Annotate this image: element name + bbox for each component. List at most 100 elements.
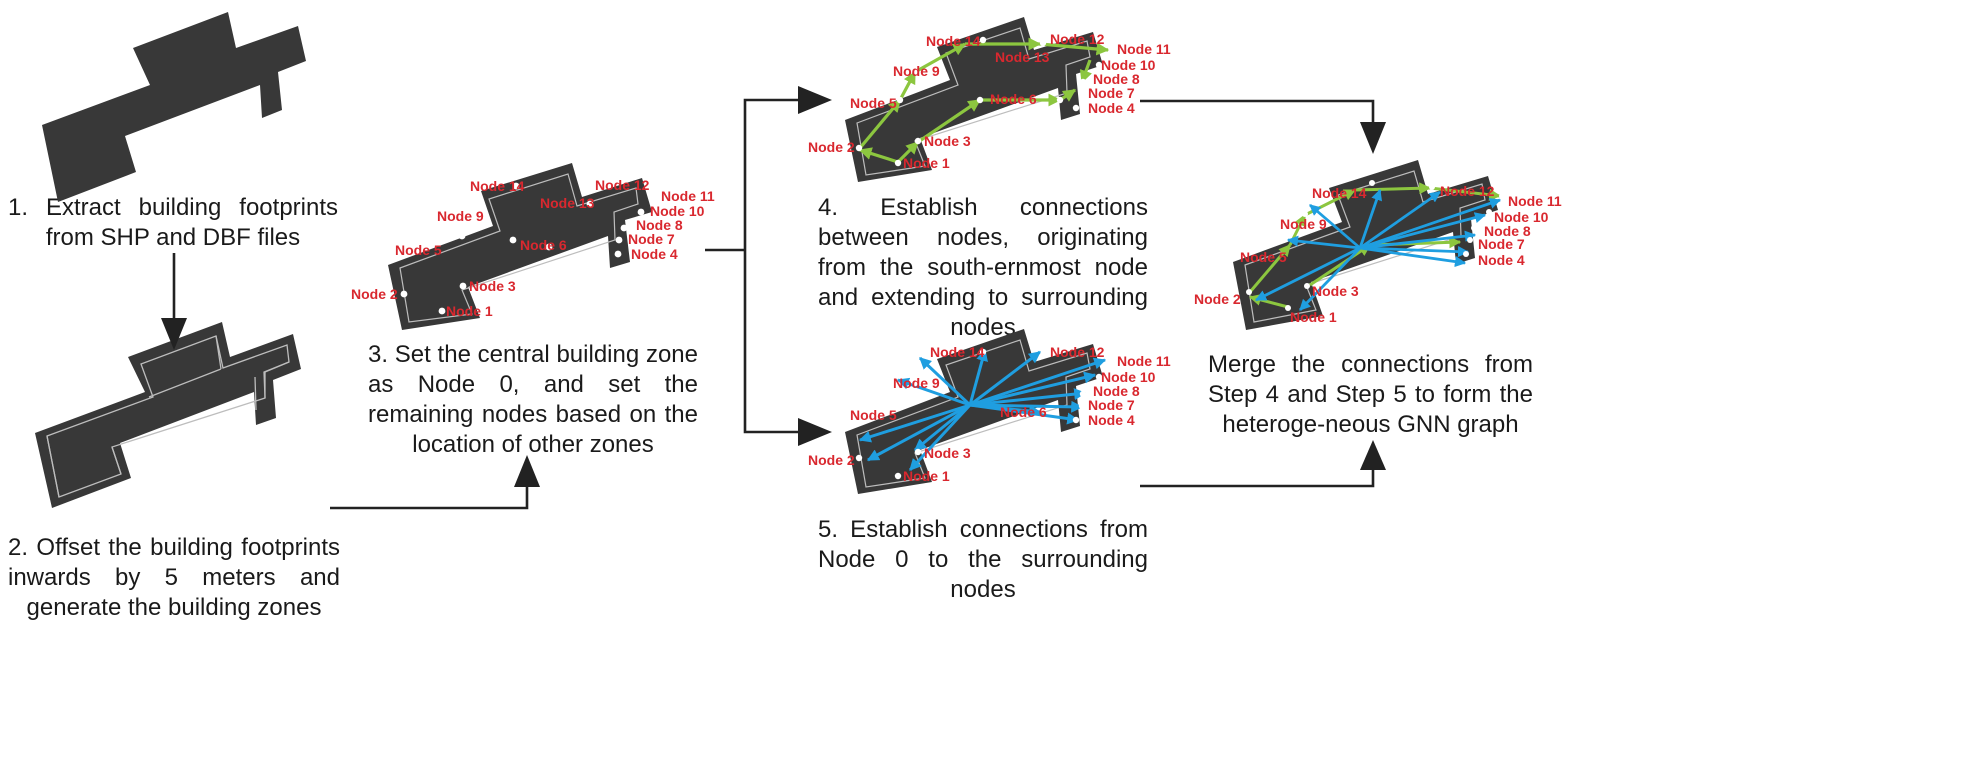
s4-node-5: Node 5 xyxy=(850,95,897,111)
s5-node-1: Node 1 xyxy=(903,468,950,484)
blue-edge xyxy=(914,403,971,452)
s5-node-12: Node 12 xyxy=(1050,344,1105,360)
merged-blue-edge xyxy=(1298,247,1362,311)
m-node-14: Node 14 xyxy=(1312,185,1367,201)
arrowhead-up-merge xyxy=(1360,440,1386,470)
m-node-5: Node 5 xyxy=(1240,249,1287,265)
s5-node-2: Node 2 xyxy=(808,452,855,468)
graph-step5: Node 1 Node 2 Node 3 Node 4 Node 5 Node … xyxy=(808,329,1171,494)
s3-node-7: Node 7 xyxy=(628,231,675,247)
step5-caption: 5. Establish connections from Node 0 to … xyxy=(818,516,1148,603)
green-edge xyxy=(898,70,917,101)
node-map-step3: Node 1 Node 2 Node 3 Node 4 Node 5 Node … xyxy=(351,163,715,330)
arrowhead-right-5 xyxy=(798,418,832,446)
blue-edge xyxy=(858,403,971,443)
s3-node-5: Node 5 xyxy=(395,242,442,258)
merged-blue-edge xyxy=(1286,235,1361,250)
m-node-4: Node 4 xyxy=(1478,252,1525,268)
s5-node-8: Node 8 xyxy=(1093,383,1140,399)
merged-blue-edge xyxy=(1359,230,1477,250)
flow-arrows xyxy=(172,98,1375,510)
merged-blue-edge xyxy=(1359,197,1502,250)
s5-node-9: Node 9 xyxy=(893,375,940,391)
s3-node-2: Node 2 xyxy=(351,286,398,302)
merged-blue-edge xyxy=(1359,212,1487,250)
s3-node-8: Node 8 xyxy=(636,217,683,233)
s4-node-11: Node 11 xyxy=(1117,41,1171,57)
blue-edge xyxy=(969,400,1084,413)
s3-node-11: Node 11 xyxy=(661,188,715,204)
blue-edge xyxy=(969,403,1042,417)
green-edge xyxy=(1039,42,1110,56)
m-node-7: Node 7 xyxy=(1478,236,1525,252)
s5-node-10: Node 10 xyxy=(1101,369,1156,385)
m-node-2: Node 2 xyxy=(1194,291,1241,307)
s5-node-11: Node 11 xyxy=(1117,353,1171,369)
blue-edge xyxy=(918,356,972,407)
s3-node-9: Node 9 xyxy=(437,208,484,224)
blue-edge xyxy=(968,348,988,406)
merged-blue-edge xyxy=(1309,203,1361,250)
arrowhead-right-4 xyxy=(798,86,832,114)
s4-node-6: Node 6 xyxy=(990,91,1037,107)
s5-node-14: Node 14 xyxy=(930,344,985,360)
s5-node-5: Node 5 xyxy=(850,407,897,423)
merged-blue-edge xyxy=(1254,246,1361,302)
m-node-1: Node 1 xyxy=(1290,309,1337,325)
blue-edge xyxy=(896,377,971,407)
green-edge xyxy=(858,98,902,150)
arrowhead-up-3 xyxy=(514,455,540,487)
s4-node-14: Node 14 xyxy=(926,33,981,49)
blue-edge xyxy=(866,403,971,462)
step1-caption: 1. Extract building footprints from SHP … xyxy=(8,194,338,251)
blue-edge xyxy=(969,371,1097,407)
s4-node-4: Node 4 xyxy=(1088,100,1135,116)
green-edge xyxy=(914,42,967,74)
s5-node-6: Node 6 xyxy=(1000,404,1047,420)
blue-edge xyxy=(908,403,972,472)
merged-green-edge xyxy=(1354,182,1432,195)
m-node-10: Node 10 xyxy=(1494,209,1549,225)
merged-green-edge xyxy=(1429,186,1502,201)
merged-blue-edge xyxy=(1358,188,1383,249)
m-node-8: Node 8 xyxy=(1484,223,1531,239)
graph-merged: Node 1 Node 2 Node 3 Node 4 Node 5 Node … xyxy=(1194,160,1562,330)
step3-caption: 3. Set the central building zone as Node… xyxy=(368,341,698,458)
footprint-plain xyxy=(42,12,306,202)
s4-node-9: Node 9 xyxy=(893,63,940,79)
merged-blue-edge xyxy=(1359,246,1467,268)
arrow-4-to-merge xyxy=(1140,99,1375,123)
s4-node-3: Node 3 xyxy=(924,133,971,149)
arrowhead-down-merge xyxy=(1360,122,1386,154)
arrow-heads xyxy=(161,86,1386,487)
s3-node-12: Node 12 xyxy=(595,177,650,193)
m-node-11: Node 11 xyxy=(1508,193,1562,209)
step2-caption: 2. Offset the building footprints inward… xyxy=(8,534,340,621)
m-node-3: Node 3 xyxy=(1312,283,1359,299)
green-edge xyxy=(1079,59,1092,84)
s3-node-10: Node 10 xyxy=(650,203,705,219)
s4-node-10: Node 10 xyxy=(1101,57,1156,73)
s5-node-3: Node 3 xyxy=(924,445,971,461)
m-node-12: Node 12 xyxy=(1440,183,1495,199)
s5-node-7: Node 7 xyxy=(1088,397,1135,413)
merged-blue-edge xyxy=(1359,190,1441,250)
s3-node-4: Node 4 xyxy=(631,246,678,262)
blue-edge xyxy=(969,388,1087,407)
arrowhead-down-1 xyxy=(161,318,187,350)
s3-node-6: Node 6 xyxy=(520,237,567,253)
s4-node-12: Node 12 xyxy=(1050,31,1105,47)
blue-edge xyxy=(969,350,1041,407)
green-edge xyxy=(896,140,920,164)
green-edge xyxy=(858,147,899,164)
s3-node-1: Node 1 xyxy=(446,303,493,319)
merge-caption: Merge the connections from Step 4 and St… xyxy=(1208,351,1533,438)
arrow-2-to-3 xyxy=(330,485,529,510)
merged-green-edge xyxy=(1248,244,1292,293)
blue-edge xyxy=(969,357,1107,407)
s4-node-2: Node 2 xyxy=(808,139,855,155)
graph-step4: Node 1 Node 2 Node 3 Node 4 Node 5 Node … xyxy=(808,17,1171,182)
s4-node-1: Node 1 xyxy=(903,155,950,171)
footprint-zoned xyxy=(35,322,301,508)
